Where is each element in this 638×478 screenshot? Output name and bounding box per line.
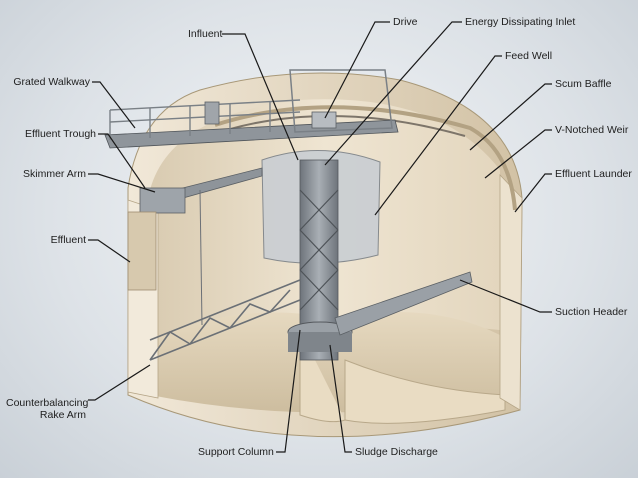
leader-v-notched-weir: [484, 129, 552, 179]
center-drum-body: [288, 332, 352, 352]
label-support-column: Support Column: [198, 446, 274, 458]
leader-energy-inlet: [324, 21, 462, 166]
column-bracing: [299, 189, 339, 311]
skimmer-cable: [199, 189, 203, 326]
label-rake-arm-line2: Rake Arm: [39, 409, 86, 421]
leader-sludge-discharge: [329, 344, 352, 453]
leader-suction-header: [459, 279, 552, 313]
leader-skimmer-arm: [88, 173, 156, 193]
leader-rake-arm: [88, 364, 151, 401]
walkway-box: [204, 101, 220, 125]
cutaway-section: [299, 330, 506, 424]
leader-grated-walkway: [92, 81, 136, 129]
effluent-outlet: [127, 211, 157, 291]
label-v-notched-weir: V-Notched Weir: [555, 124, 629, 136]
leader-drive: [324, 21, 390, 119]
leader-support-column: [276, 329, 301, 453]
drive-platform: [289, 69, 393, 133]
drive-unit: [311, 111, 337, 129]
effluent-trough-box: [139, 187, 186, 214]
leader-lines: [88, 21, 552, 453]
leader-scum-baffle: [469, 83, 552, 151]
label-effluent: Effluent: [50, 234, 86, 246]
label-energy-dissipating-inlet: Energy Dissipating Inlet: [465, 16, 576, 28]
leader-feed-well: [374, 55, 502, 216]
label-counterbalancing-rake-arm: Counterbalancing Rake Arm: [6, 397, 89, 421]
suction-header-arm: [334, 271, 473, 336]
label-skimmer-arm: Skimmer Arm: [23, 168, 86, 180]
label-effluent-launder: Effluent Launder: [555, 168, 632, 180]
leader-effluent-trough: [98, 133, 146, 189]
label-sludge-discharge: Sludge Discharge: [355, 446, 438, 458]
leader-influent: [222, 33, 299, 161]
label-feed-well: Feed Well: [505, 50, 553, 62]
label-counterbalancing-line1: Counterbalancing: [6, 397, 89, 409]
label-drive: Drive: [393, 16, 418, 28]
leader-effluent-launder: [514, 173, 552, 213]
leader-effluent: [88, 239, 131, 263]
rake-arm-truss: [149, 279, 301, 361]
front-right-wall: [499, 174, 523, 411]
label-influent: Influent: [188, 28, 223, 40]
label-suction-header: Suction Header: [555, 306, 628, 318]
label-grated-walkway: Grated Walkway: [13, 76, 90, 88]
label-effluent-trough: Effluent Trough: [24, 128, 96, 140]
label-scum-baffle: Scum Baffle: [555, 78, 612, 90]
launder-ring: [214, 105, 517, 211]
